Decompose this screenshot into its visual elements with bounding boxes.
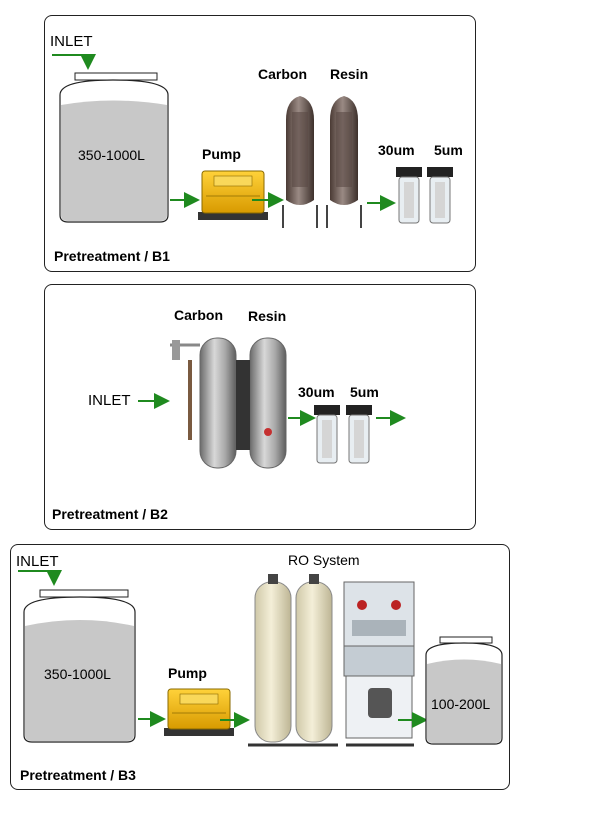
- b1-carbon-label: Carbon: [258, 66, 307, 82]
- b3-caption: Pretreatment / B3: [20, 767, 136, 783]
- b3-product-tank: [425, 636, 503, 745]
- b1-inlet-label: INLET: [50, 33, 93, 50]
- b3-product-tank-volume: 100-200L: [431, 696, 491, 712]
- b1-filter-30um: [396, 167, 422, 224]
- b2-caption: Pretreatment / B2: [52, 506, 168, 522]
- b3-ro-unit: [343, 581, 415, 747]
- b2-filter-5um: [346, 405, 372, 464]
- b1-filter-30um-label: 30um: [378, 142, 415, 158]
- b1-pump: [198, 170, 268, 220]
- b3-feed-tank: [23, 589, 136, 743]
- b3-ro-pretreatment-vessels: [248, 574, 338, 747]
- b2-inlet-label: INLET: [88, 392, 131, 409]
- b3-inlet-label: INLET: [16, 553, 59, 570]
- b2-filter-5um-label: 5um: [350, 384, 379, 400]
- b1-tank-volume: 350-1000L: [78, 147, 145, 163]
- b3-pump: [164, 688, 234, 736]
- b1-filter-5um-label: 5um: [434, 142, 463, 158]
- b1-resin-vessel: [326, 96, 362, 228]
- b2-filter-30um-label: 30um: [298, 384, 335, 400]
- b3-inlet-arrow: [18, 570, 62, 586]
- b1-filter-5um: [427, 167, 453, 224]
- b1-inlet-arrow: [52, 54, 96, 70]
- b1-carbon-vessel: [282, 96, 318, 228]
- b3-ro-system-label: RO System: [288, 552, 360, 568]
- b1-resin-label: Resin: [330, 66, 369, 82]
- b2-filter-30um: [314, 405, 340, 464]
- b2-resin-label: Resin: [248, 308, 287, 324]
- b3-tank-volume: 350-1000L: [44, 666, 111, 682]
- b1-pump-label: Pump: [202, 146, 241, 162]
- b2-carbon-label: Carbon: [174, 307, 223, 323]
- b1-feed-tank: [59, 72, 169, 223]
- b2-carbon-vessel: [170, 337, 237, 469]
- b3-pump-label: Pump: [168, 665, 207, 681]
- b2-resin-vessel: [236, 337, 287, 469]
- b1-caption: Pretreatment / B1: [54, 248, 170, 264]
